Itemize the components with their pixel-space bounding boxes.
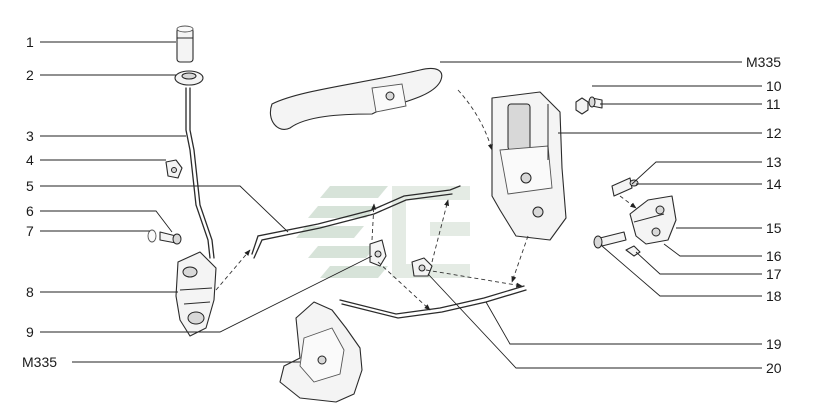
part-4-clip — [165, 159, 183, 179]
part-13-14-bushing-pin — [611, 177, 639, 197]
part-3-lock-rod — [185, 87, 215, 259]
callout-3: 3 — [26, 128, 34, 144]
callout-20: 20 — [766, 360, 782, 376]
watermark-logo — [296, 186, 470, 278]
callout-19: 19 — [766, 336, 782, 352]
callout-6: 6 — [26, 203, 34, 219]
callout-12: 12 — [766, 125, 782, 141]
callout-2: 2 — [26, 67, 34, 83]
callout-18: 18 — [766, 288, 782, 304]
part-15-striker — [629, 195, 677, 245]
callout-8: 8 — [26, 284, 34, 300]
part-17-screw — [625, 245, 641, 257]
part-12-lock-body — [491, 91, 567, 241]
leader-lines — [40, 41, 762, 369]
callout-9: 9 — [26, 324, 34, 340]
interior-door-handle — [279, 301, 363, 403]
callout-13: 13 — [766, 154, 782, 170]
part-18-bolt — [593, 231, 627, 249]
part-2-grommet — [174, 70, 204, 86]
callout-16: 16 — [766, 248, 782, 264]
callout-1: 1 — [26, 34, 34, 50]
part-11-screw — [588, 96, 603, 109]
callout-5: 5 — [26, 178, 34, 194]
callout-4: 4 — [26, 152, 34, 168]
callout-m335-exterior: M335 — [746, 54, 781, 70]
callout-14: 14 — [766, 176, 782, 192]
part-10-nut — [575, 97, 589, 115]
part-1-lock-knob-sleeve — [176, 25, 194, 63]
exterior-door-handle — [270, 67, 443, 130]
callout-15: 15 — [766, 220, 782, 236]
part-5-control-rod — [251, 185, 461, 259]
part-20-clip — [411, 257, 433, 277]
callout-m335-interior: M335 — [22, 354, 57, 370]
part-9-rod-clip — [369, 239, 387, 267]
callout-17: 17 — [766, 266, 782, 282]
callout-labels: 1 2 3 4 5 6 7 8 9 M335 M335 10 11 12 13 … — [22, 34, 782, 376]
callout-11: 11 — [766, 96, 781, 112]
assembly-lines — [215, 89, 637, 311]
callout-10: 10 — [766, 78, 782, 94]
callout-7: 7 — [26, 223, 34, 239]
part-19-lower-rod — [339, 285, 527, 319]
part-6-7-screw-washer — [147, 229, 182, 245]
part-8-lever-bracket — [175, 251, 217, 337]
